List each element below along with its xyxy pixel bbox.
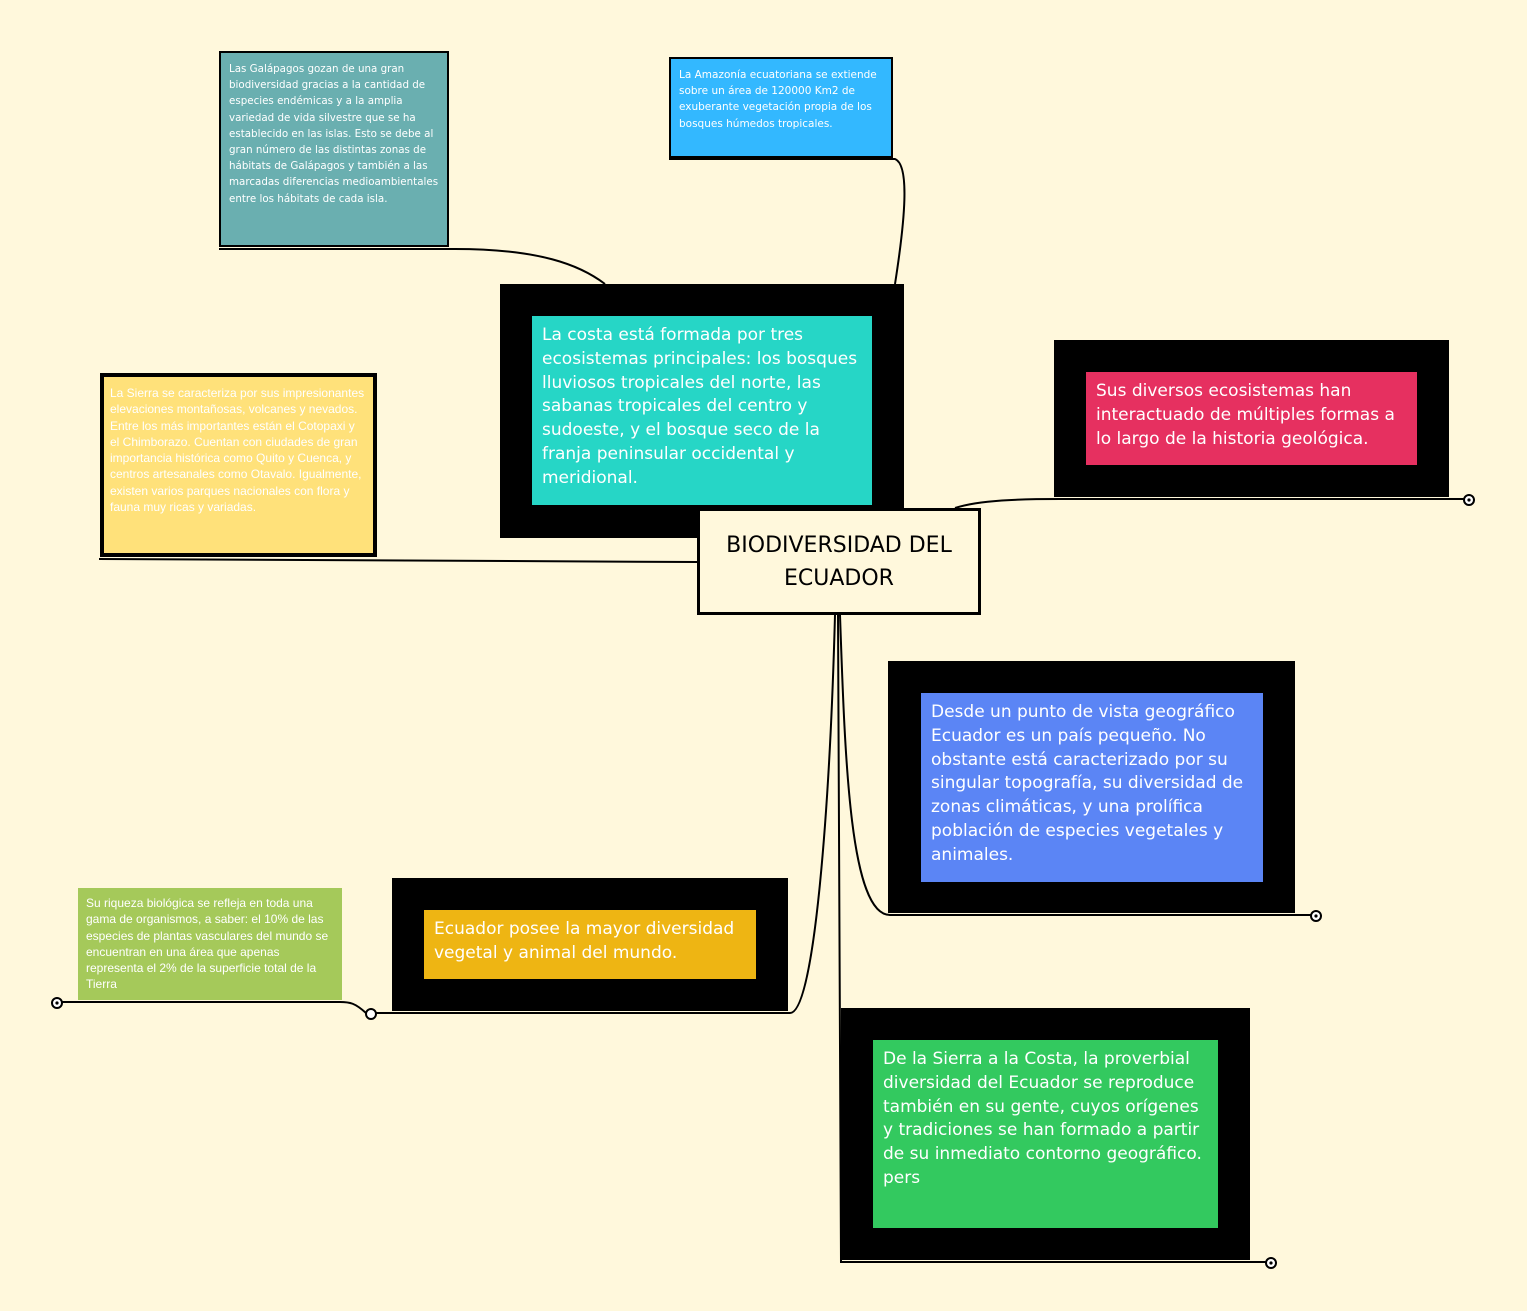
connector-ecosistemas <box>954 498 1464 509</box>
topic-text-extra: pers <box>883 1167 921 1188</box>
connector-sierra <box>98 558 698 563</box>
note-riqueza[interactable]: Su riqueza biológica se refleja en toda … <box>78 888 342 1000</box>
topic-text: De la Sierra a la Costa, la proverbial d… <box>883 1049 1202 1165</box>
topic-text: Ecuador posee la mayor diversidad vegeta… <box>424 910 756 979</box>
topic-diversidad[interactable]: Ecuador posee la mayor diversidad vegeta… <box>392 878 788 1011</box>
note-text: La Amazonía ecuatoriana se extiende sobr… <box>679 69 877 130</box>
connector-galapagos <box>219 248 606 285</box>
note-galapagos[interactable]: Las Galápagos gozan de una gran biodiver… <box>219 51 449 247</box>
note-text: Las Galápagos gozan de una gran biodiver… <box>229 63 439 205</box>
note-amazonia[interactable]: La Amazonía ecuatoriana se extiende sobr… <box>669 57 893 158</box>
connector-riqueza <box>62 1001 367 1014</box>
topic-text: La costa está formada por tres ecosistem… <box>532 316 872 505</box>
topic-text: Sus diversos ecosistemas han interactuad… <box>1086 372 1417 465</box>
note-text: Su riqueza biológica se refleja en toda … <box>86 896 329 992</box>
connector-geografico <box>839 614 1311 916</box>
expand-handle-icon <box>365 1008 377 1020</box>
connector-amazonia <box>669 158 906 285</box>
topic-text-container: De la Sierra a la Costa, la proverbial d… <box>873 1040 1218 1228</box>
collapse-handles <box>51 494 1475 1269</box>
central-topic-label: BIODIVERSIDAD DEL ECUADOR <box>726 532 952 591</box>
note-text: La Sierra se caracteriza por sus impresi… <box>110 386 365 515</box>
topic-gente[interactable]: De la Sierra a la Costa, la proverbial d… <box>841 1008 1250 1260</box>
topic-geografico[interactable]: Desde un punto de vista geográfico Ecuad… <box>888 661 1295 913</box>
topic-text: Desde un punto de vista geográfico Ecuad… <box>921 693 1263 882</box>
central-topic[interactable]: BIODIVERSIDAD DEL ECUADOR <box>697 508 981 615</box>
note-sierra[interactable]: La Sierra se caracteriza por sus impresi… <box>100 373 377 557</box>
connector-gente <box>837 614 1266 1263</box>
topic-ecosistemas[interactable]: Sus diversos ecosistemas han interactuad… <box>1054 340 1449 497</box>
topic-costa[interactable]: La costa está formada por tres ecosistem… <box>500 284 904 536</box>
connector-diversidad <box>376 614 836 1014</box>
